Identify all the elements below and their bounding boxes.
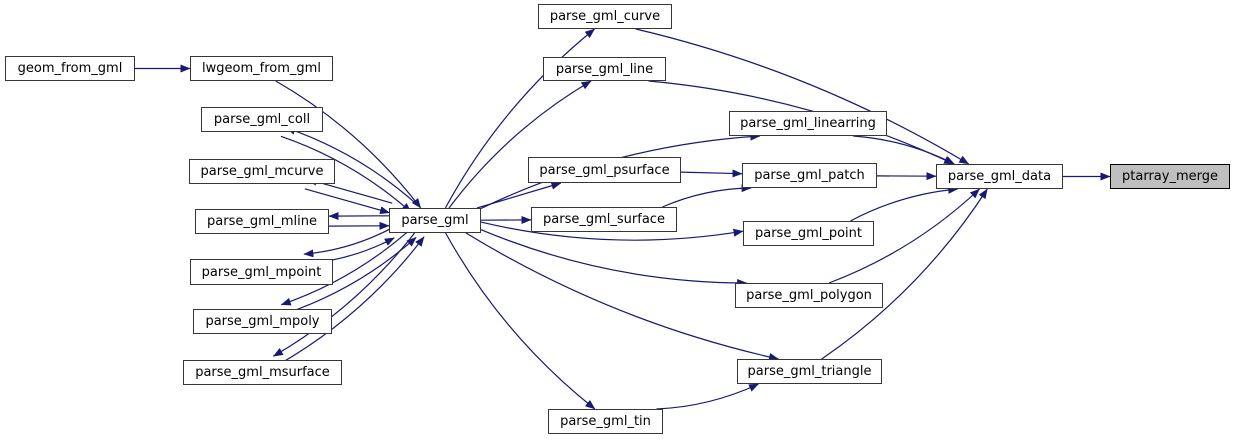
node-parse_gml_linearring[interactable]: parse_gml_linearring (729, 111, 887, 136)
edge-parse_gml_mcurve-to-parse_gml (304, 188, 390, 215)
node-parse_gml_data[interactable]: parse_gml_data (936, 164, 1063, 189)
edge-parse_gml-to-parse_gml_point (480, 221, 744, 241)
node-parse_gml_msurface[interactable]: parse_gml_msurface (183, 360, 342, 385)
node-parse_gml_mpoly[interactable]: parse_gml_mpoly (193, 309, 332, 334)
node-parse_gml_coll[interactable]: parse_gml_coll (201, 107, 323, 132)
edge-parse_gml_triangle-to-parse_gml_data (821, 188, 988, 360)
edge-parse_gml_msurface-to-parse_gml (279, 236, 425, 365)
edge-parse_gml-to-parse_gml_psurface (476, 181, 562, 209)
node-parse_gml_curve[interactable]: parse_gml_curve (538, 4, 672, 29)
edge-parse_gml-to-parse_gml_triangle (465, 232, 779, 361)
node-parse_gml_point[interactable]: parse_gml_point (743, 221, 874, 246)
edge-parse_gml-to-parse_gml_polygon (480, 229, 748, 287)
node-parse_gml_mline[interactable]: parse_gml_mline (195, 209, 329, 234)
node-parse_gml_mcurve[interactable]: parse_gml_mcurve (189, 159, 335, 184)
edge-parse_gml_point-to-parse_gml_data (850, 185, 959, 222)
edge-parse_gml_mpoly-to-parse_gml (286, 236, 417, 314)
node-parse_gml_patch[interactable]: parse_gml_patch (742, 163, 877, 188)
node-geom_from_gml[interactable]: geom_from_gml (5, 56, 135, 81)
edge-parse_gml-to-parse_gml_mpoly (280, 228, 412, 306)
node-ptarray_merge: ptarray_merge (1110, 164, 1230, 189)
edge-parse_gml-to-parse_gml_mpoint (303, 227, 392, 258)
node-parse_gml_triangle[interactable]: parse_gml_triangle (737, 359, 882, 384)
node-parse_gml[interactable]: parse_gml (389, 208, 481, 233)
edge-parse_gml_tin-to-parse_gml_triangle (656, 383, 759, 410)
edge-parse_gml_psurface-to-parse_gml_patch (680, 169, 743, 178)
edge-parse_gml_line-to-parse_gml_data (648, 80, 955, 165)
edge-lwgeom_from_gml-to-parse_gml (275, 80, 422, 209)
edge-parse_gml-to-parse_gml_curve (444, 28, 595, 209)
edge-parse_gml_surface-to-parse_gml_patch (662, 184, 752, 208)
node-parse_gml_line[interactable]: parse_gml_line (543, 57, 666, 81)
edge-parse_gml_curve-to-parse_gml_data (635, 28, 970, 165)
node-parse_gml_psurface[interactable]: parse_gml_psurface (528, 157, 681, 183)
edge-parse_gml-to-parse_gml_tin (445, 232, 596, 410)
edge-parse_gml_polygon-to-parse_gml_data (828, 188, 980, 284)
edge-parse_gml_coll-to-parse_gml (280, 135, 412, 213)
edge-parse_gml-to-parse_gml_msurface (272, 228, 418, 357)
edge-parse_gml-to-parse_gml_line (448, 80, 592, 209)
edge-parse_gml_linearring-to-parse_gml_data (853, 135, 955, 165)
node-lwgeom_from_gml[interactable]: lwgeom_from_gml (190, 56, 333, 81)
node-parse_gml_mpoint[interactable]: parse_gml_mpoint (190, 259, 333, 285)
node-parse_gml_tin[interactable]: parse_gml_tin (548, 409, 663, 434)
node-parse_gml_polygon[interactable]: parse_gml_polygon (735, 283, 883, 308)
node-parse_gml_surface[interactable]: parse_gml_surface (531, 207, 677, 232)
edge-parse_gml-to-parse_gml_coll (285, 127, 417, 205)
